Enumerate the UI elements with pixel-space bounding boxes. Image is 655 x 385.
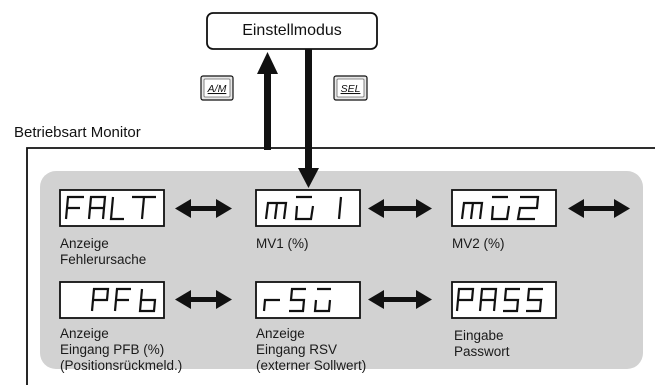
double-arrow-mv2-next xyxy=(568,199,630,218)
double-arrow-falt-mv1 xyxy=(175,199,232,218)
settings-mode-label: Einstellmodus xyxy=(242,22,342,39)
settings-mode-box xyxy=(206,12,378,50)
display-falt-code xyxy=(64,195,156,221)
label-falt: Anzeige Fehlerursache xyxy=(60,236,147,267)
monitor-mode-title: Betriebsart Monitor xyxy=(14,124,141,141)
label-pass: Eingabe Passwort xyxy=(454,328,510,359)
display-rsv-code xyxy=(262,287,332,313)
double-arrow-pfb-rsv xyxy=(175,290,232,309)
display-mv1-code xyxy=(264,195,343,221)
monitor-frame xyxy=(26,147,655,385)
arrow-up-shaft xyxy=(264,72,271,150)
display-mv2 xyxy=(451,189,557,227)
label-mv1: MV1 (%) xyxy=(256,236,309,251)
label-pfb: Anzeige Eingang PFB (%) (Positionsrückme… xyxy=(60,326,183,373)
arrow-down-head xyxy=(298,168,319,188)
arrow-up-head xyxy=(257,52,278,74)
display-mv1 xyxy=(255,189,361,227)
sel-key-label: SEL xyxy=(341,83,361,95)
label-mv2: MV2 (%) xyxy=(452,236,505,251)
display-pass-code xyxy=(455,287,543,313)
label-rsv: Anzeige Eingang RSV (externer Sollwert) xyxy=(256,326,367,373)
display-mv2-code xyxy=(460,195,540,221)
double-arrow-rsv-pass xyxy=(368,290,432,309)
double-arrow-mv1-mv2 xyxy=(368,199,432,218)
display-rsv xyxy=(255,281,361,319)
am-key-label: A/M xyxy=(207,83,227,95)
display-pfb-code xyxy=(90,287,157,313)
sel-key-icon: SEL xyxy=(333,75,368,101)
arrow-down-shaft xyxy=(305,49,312,170)
am-key-icon: A/M xyxy=(200,75,234,101)
